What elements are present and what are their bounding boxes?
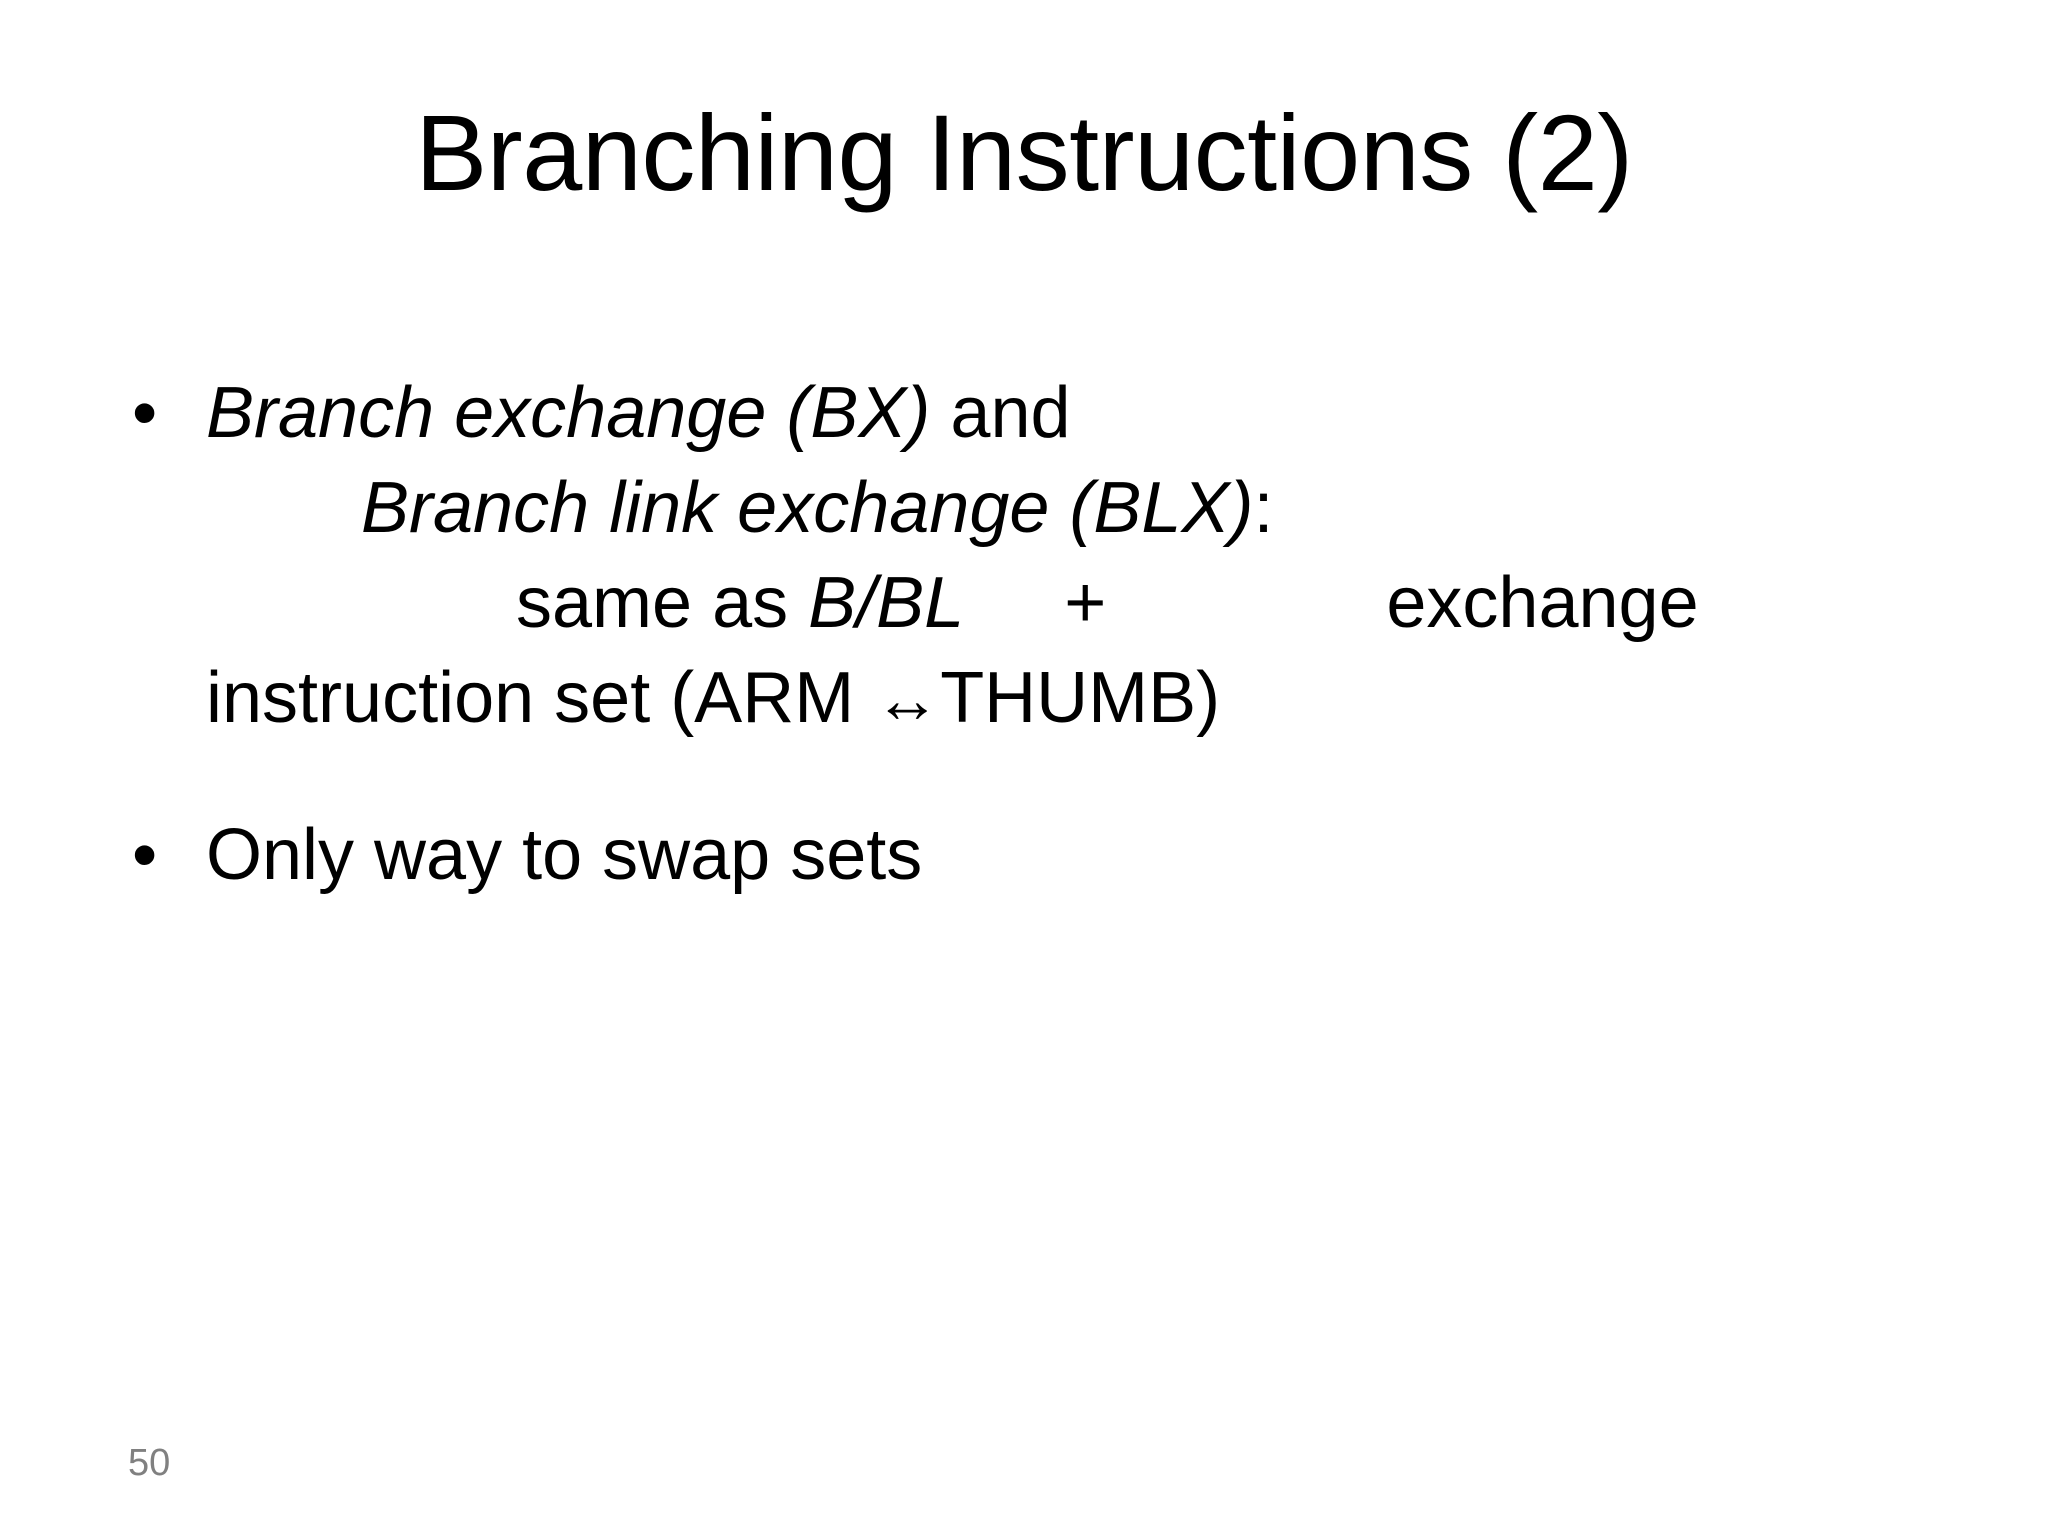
bullet-item-only-way-text: Only way to swap sets — [206, 808, 1990, 903]
bullet-item-branch-exchange: • Branch exchange (BX) and Branch link e… — [110, 366, 1990, 746]
body-line-5: Only way to swap sets — [206, 815, 923, 896]
body-line-1-rest: and — [930, 373, 1071, 453]
body-line-3: same as B/BL + exchange — [206, 556, 1990, 651]
body-line-4-prefix: instruction set (ARM — [206, 658, 875, 739]
body-line-1: Branch exchange (BX) and — [206, 366, 1990, 461]
body-line-3-emphasis: B/BL — [808, 563, 965, 644]
bullet-item-branch-exchange-text: Branch exchange (BX) and Branch link exc… — [206, 366, 1990, 746]
body-line-4: instruction set (ARM ↔THUMB) — [206, 651, 1990, 746]
slide-body: • Branch exchange (BX) and Branch link e… — [110, 366, 1990, 903]
body-line-1-emphasis: Branch exchange (BX) — [206, 373, 931, 453]
body-line-4-suffix: THUMB) — [940, 658, 1221, 739]
body-line-3-prefix: same as — [516, 563, 809, 644]
body-line-2-emphasis: Branch link exchange (BLX) — [361, 468, 1254, 549]
left-right-arrow-icon: ↔ — [874, 662, 941, 737]
bullet-item-only-way: • Only way to swap sets — [110, 808, 1990, 903]
body-line-2: Branch link exchange (BLX): — [206, 461, 1990, 556]
page-title: Branching Instructions (2) — [415, 92, 1633, 213]
bullet-spacer — [110, 746, 1990, 808]
body-line-3-plus: + — [1064, 563, 1107, 644]
bullet-dot-icon: • — [132, 373, 158, 453]
bullet-dot-icon: • — [132, 815, 158, 896]
slide-number: 50 — [128, 1442, 171, 1484]
body-line-2-rest: : — [1253, 468, 1274, 549]
body-line-3-suffix: exchange — [1386, 563, 1699, 644]
